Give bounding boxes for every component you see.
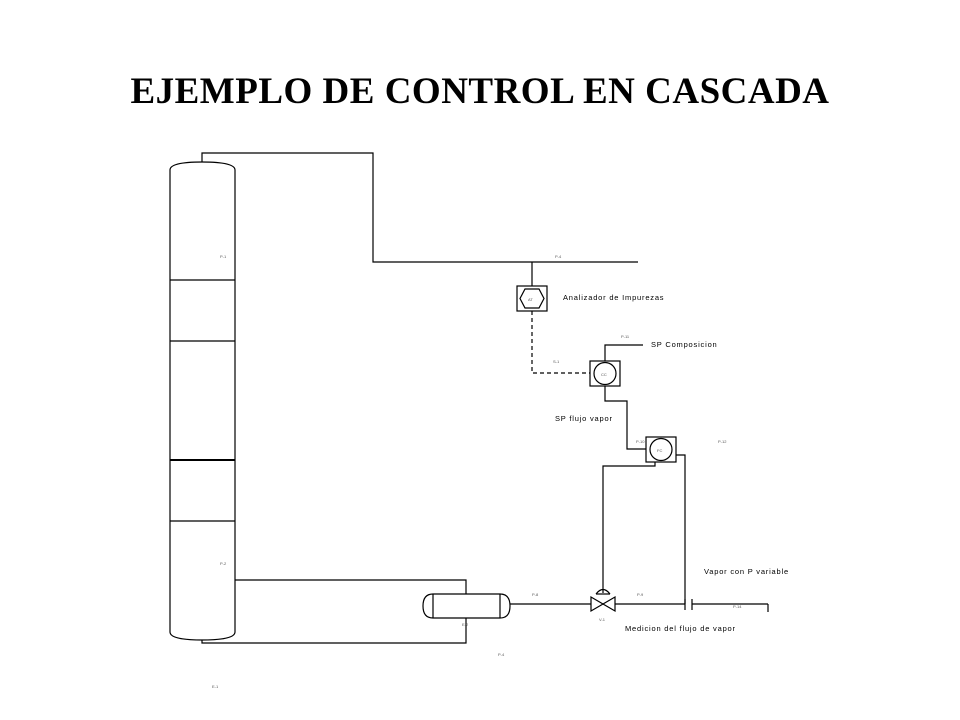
tag-reboiler-out: P-8	[532, 592, 539, 597]
label-sp-steam-flow: SP flujo vapor	[555, 414, 613, 423]
flow-measurement-line	[676, 454, 686, 604]
tag-steam-supply: P-14	[733, 604, 742, 609]
tag-analyzer: AT	[528, 297, 533, 302]
tag-reboiler: E-2	[462, 622, 469, 627]
overhead-line	[201, 152, 638, 263]
tag-overhead-line: P-4	[555, 254, 562, 259]
tag-flow-controller: FC	[657, 448, 662, 453]
label-analyzer: Analizador de Impurezas	[563, 293, 664, 302]
label-variable-pressure-steam: Vapor con P variable	[704, 567, 789, 576]
tag-comp-controller: CC	[601, 372, 607, 377]
tag-comp-line: P-11	[621, 334, 630, 339]
tag-column: E-1	[212, 684, 219, 689]
reboiler	[422, 593, 511, 619]
bottoms-product-line	[201, 618, 467, 644]
orifice-plate	[684, 599, 693, 610]
distillation-column	[169, 161, 236, 641]
tag-flow-line: P-10	[636, 439, 645, 444]
tag-valve-out: P-9	[637, 592, 644, 597]
fc-valve-signal-line	[602, 462, 656, 593]
cascade-link-line	[604, 386, 646, 450]
tag-flow-output: P-12	[718, 439, 727, 444]
flow-controller	[645, 436, 677, 463]
tag-bottoms: P-4	[498, 652, 505, 657]
label-sp-composition: SP Composicion	[651, 340, 718, 349]
bottoms-to-reboiler-line	[235, 579, 467, 594]
slide-title: EJEMPLO DE CONTROL EN CASCADA	[130, 71, 830, 112]
tag-signal-line: S-1	[553, 359, 560, 364]
analyzer-signal-line	[531, 311, 590, 374]
tag-column-bottom: P-2	[220, 561, 227, 566]
tag-column-top: P-1	[220, 254, 227, 259]
tag-valve: V-1	[599, 617, 606, 622]
sp-composition-line	[604, 344, 643, 361]
label-steam-flow-measurement: Medicion del flujo de vapor	[625, 624, 736, 633]
